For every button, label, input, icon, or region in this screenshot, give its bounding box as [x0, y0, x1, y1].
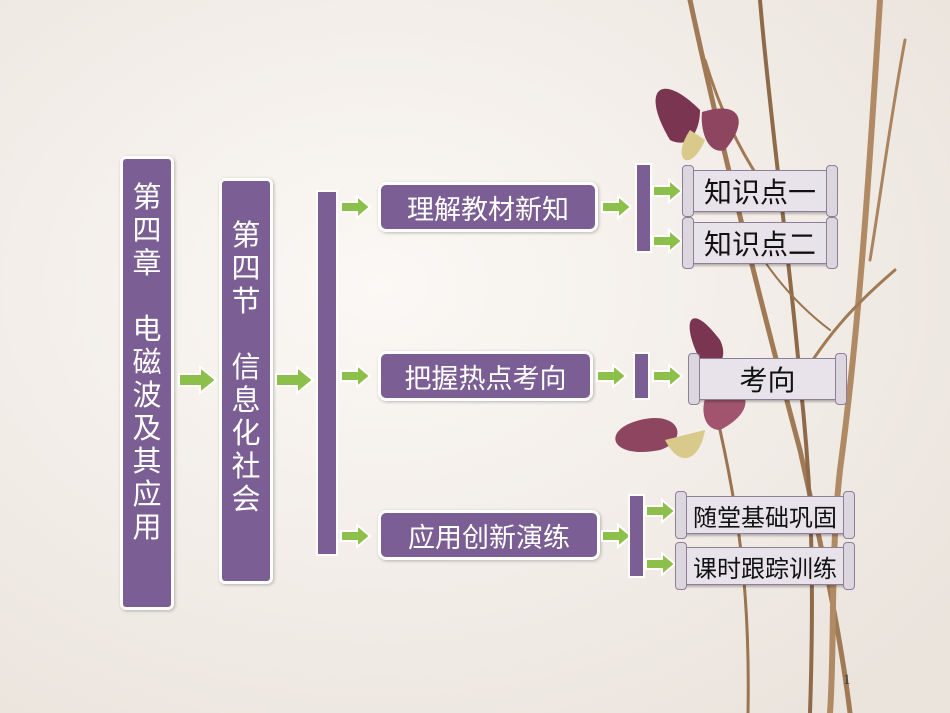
arrow-right-icon [340, 523, 372, 549]
knowledge-point-2[interactable]: 知识点二 [682, 217, 838, 269]
arrow-right-icon [596, 363, 628, 389]
bracket-understand [635, 163, 652, 253]
after-class-training-label: 课时跟踪训练 [693, 554, 837, 583]
arrow-right-icon [652, 363, 684, 389]
section-box: 第 四 节 信 息 化 社 会 [219, 178, 273, 584]
in-class-practice-label: 随堂基础巩固 [693, 503, 837, 532]
arrow-right-icon [340, 363, 372, 389]
knowledge-point-1[interactable]: 知识点一 [682, 165, 838, 217]
chapter-label: 第 四 章 电 磁 波 及 其 应 用 [132, 180, 162, 544]
branch-hotspot[interactable]: 把握热点考向 [378, 351, 593, 401]
in-class-practice[interactable]: 随堂基础巩固 [675, 491, 855, 539]
butterfly-icon [655, 88, 739, 161]
arrow-right-icon [652, 228, 684, 254]
arrow-right-icon [645, 498, 677, 524]
branch-understand[interactable]: 理解教材新知 [378, 182, 598, 232]
arrow-right-icon [645, 551, 677, 577]
arrow-right-icon [652, 178, 684, 204]
branch-practice[interactable]: 应用创新演练 [378, 510, 600, 560]
after-class-training[interactable]: 课时跟踪训练 [675, 542, 855, 590]
bracket-practice [628, 494, 645, 578]
page-number: 1 [843, 672, 851, 688]
arrow-right-icon [178, 365, 218, 395]
direction-label: 考向 [739, 364, 796, 397]
arrow-right-icon [275, 365, 315, 395]
main-bracket [316, 190, 338, 556]
direction-box[interactable]: 考向 [688, 353, 847, 405]
branch-understand-label: 理解教材新知 [407, 194, 569, 226]
knowledge-point-2-label: 知识点二 [703, 228, 816, 261]
chapter-box: 第 四 章 电 磁 波 及 其 应 用 [120, 156, 174, 610]
section-label: 第 四 节 信 息 化 社 会 [231, 218, 261, 516]
arrow-right-icon [601, 523, 633, 549]
bracket-hotspot [633, 352, 650, 400]
arrow-right-icon [601, 194, 633, 220]
branch-practice-label: 应用创新演练 [408, 522, 570, 554]
knowledge-point-1-label: 知识点一 [703, 176, 816, 209]
branch-hotspot-label: 把握热点考向 [404, 363, 567, 395]
arrow-right-icon [340, 194, 372, 220]
